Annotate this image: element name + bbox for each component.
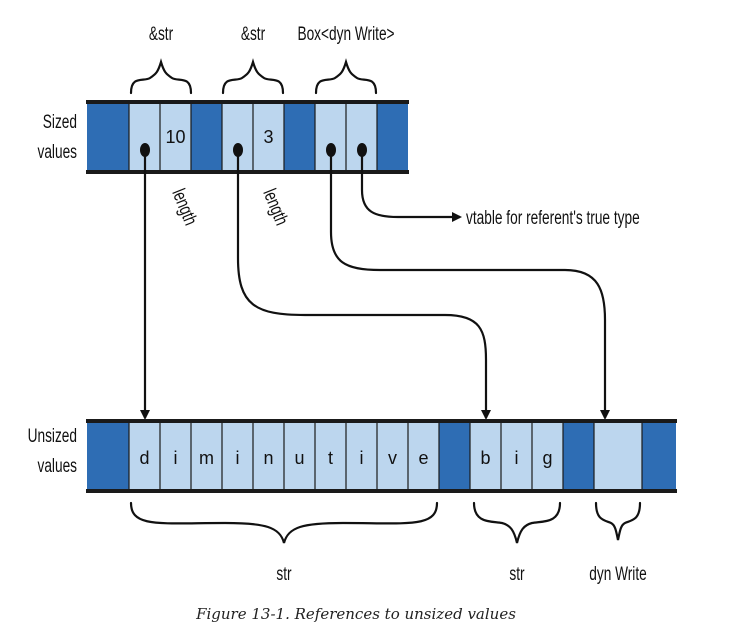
str-ref-label-2: &str: [241, 24, 266, 45]
bottom-brace-dyn-write: [594, 501, 642, 541]
unsized-cell-13: [532, 421, 563, 491]
unsized-cell-5: [253, 421, 284, 491]
unsized-row-label-line-2: values: [38, 456, 78, 477]
unsized-cell-3: [191, 421, 222, 491]
unsized-cell-9: [377, 421, 408, 491]
sized-cell-pad-left: [87, 102, 129, 172]
char-t: t: [328, 448, 333, 468]
length-annotation-1: length: [167, 186, 200, 228]
length-annotation-2: length: [258, 186, 291, 228]
char-e: e: [418, 448, 428, 468]
unsized-cell-pad-2: [563, 421, 594, 491]
str-ref-label-1: &str: [149, 24, 174, 45]
box-dyn-write-label: Box<dyn Write>: [297, 24, 394, 45]
sized-cell-pad-2: [284, 102, 315, 172]
bottom-brace-diminutive: [129, 501, 439, 544]
unsized-cell-2: [160, 421, 191, 491]
char-i: i: [236, 448, 240, 468]
unsized-row-label-line-1: Unsized: [28, 426, 77, 447]
length-value-3: 3: [263, 127, 273, 147]
top-brace-2: [221, 58, 285, 95]
char-b: b: [480, 448, 490, 468]
unsized-cell-pad-right: [642, 421, 676, 491]
arrow-to-big: [236, 150, 491, 420]
arrow-to-vtable: [360, 150, 462, 222]
unsized-cell-4: [222, 421, 253, 491]
sized-cell-pad-1: [191, 102, 222, 172]
sized-row-label-line-2: values: [38, 142, 78, 163]
unsized-cell-pad-left: [87, 421, 129, 491]
char-g: g: [542, 448, 552, 468]
bottom-brace-big: [472, 501, 562, 544]
sized-cell-len-1: [160, 102, 191, 172]
unsized-cell-12: [501, 421, 532, 491]
char-u: u: [294, 448, 304, 468]
char-v: v: [388, 448, 397, 468]
unsized-cell-8: [346, 421, 377, 491]
unsized-values-row: d i m i n u t i v e b i g: [86, 419, 677, 493]
char-i: i: [174, 448, 178, 468]
unsized-cell-11: [470, 421, 501, 491]
char-i: i: [515, 448, 519, 468]
top-brace-1: [129, 58, 193, 95]
unsized-cell-dyn-write: [594, 421, 642, 491]
char-m: m: [199, 448, 214, 468]
char-n: n: [263, 448, 273, 468]
unsized-cell-10: [408, 421, 439, 491]
figure-caption: Figure 13-1. References to unsized value…: [195, 605, 516, 623]
length-value-10: 10: [165, 127, 185, 147]
sized-cell-len-2: [253, 102, 284, 172]
arrow-to-dyn-write: [329, 150, 610, 420]
unsized-cell-1: [129, 421, 160, 491]
dyn-write-label: dyn Write: [589, 564, 647, 585]
unsized-cell-7: [315, 421, 346, 491]
char-d: d: [139, 448, 149, 468]
sized-values-row: 10 3: [86, 100, 409, 174]
unsized-cell-pad-1: [439, 421, 470, 491]
str-label-1: str: [276, 564, 292, 585]
char-i: i: [360, 448, 364, 468]
sized-row-label-line-1: Sized: [43, 112, 77, 133]
sized-cell-pad-right: [377, 102, 408, 172]
str-label-2: str: [509, 564, 525, 585]
top-brace-3: [314, 58, 378, 95]
vtable-annotation: vtable for referent's true type: [466, 208, 640, 229]
unsized-cell-6: [284, 421, 315, 491]
